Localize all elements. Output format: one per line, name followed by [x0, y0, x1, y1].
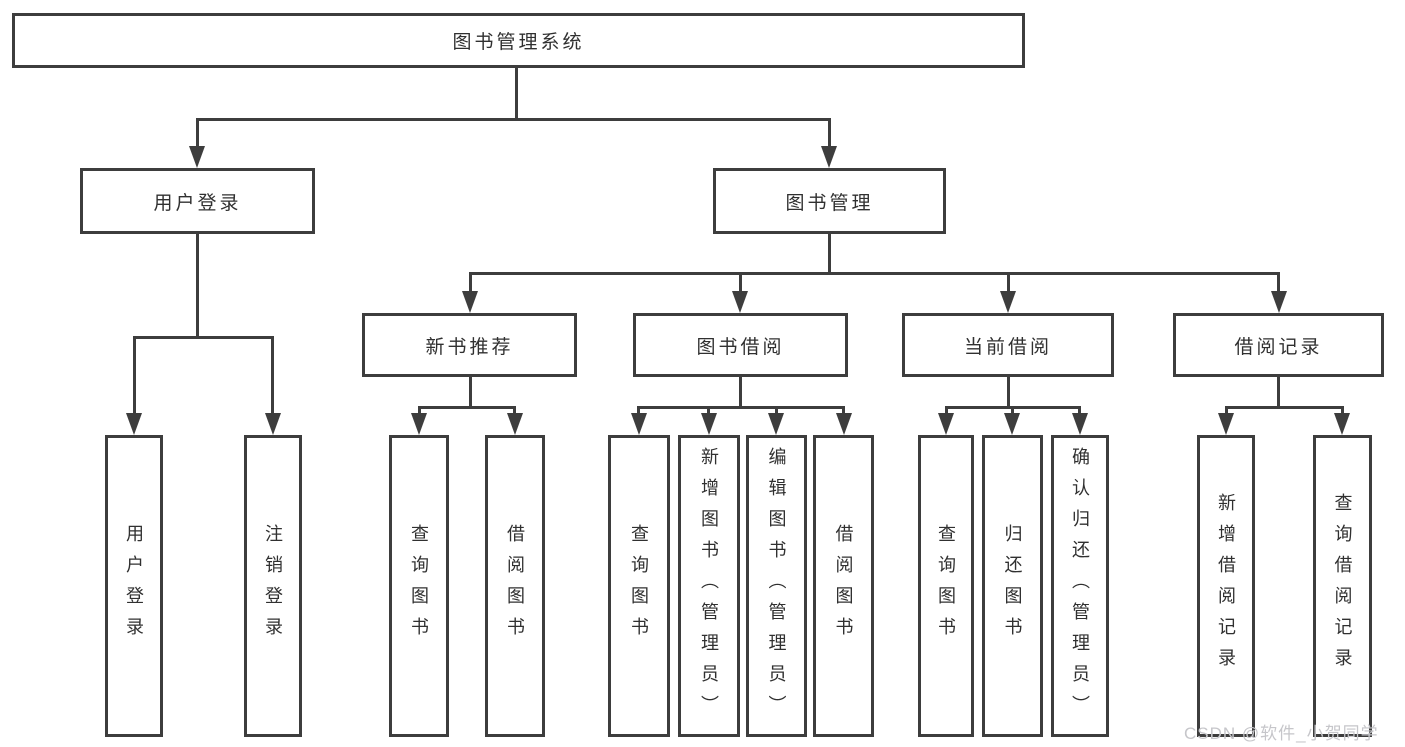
- leaf-label: 新增借阅记录: [1216, 493, 1236, 679]
- connector-userlogin-rail: [133, 336, 273, 339]
- arrow-down-icon: [411, 413, 427, 435]
- leaf-label: 查询图书: [629, 524, 649, 648]
- arrow-down-icon: [507, 413, 523, 435]
- connector-stem: [739, 272, 742, 293]
- arrow-down-icon: [265, 413, 281, 435]
- leaf-borrow-books-recommend: 借阅图书: [485, 435, 545, 737]
- leaf-label: 确认归还（管理员）: [1070, 446, 1090, 726]
- csdn-watermark: CSDN @软件_小贺同学: [1184, 724, 1379, 743]
- connector-root-trunk: [515, 68, 518, 118]
- arrow-down-icon: [768, 413, 784, 435]
- node-book-borrow: 图书借阅: [633, 313, 848, 377]
- leaf-logout: 注销登录: [244, 435, 302, 737]
- node-book-management: 图书管理: [713, 168, 946, 234]
- connector-stem: [775, 406, 778, 415]
- connector-stem: [707, 406, 710, 415]
- leaf-confirm-return-admin: 确认归还（管理员）: [1051, 435, 1109, 737]
- arrow-down-icon: [1334, 413, 1350, 435]
- node-label: 当前借阅: [963, 336, 1052, 358]
- arrow-down-icon: [821, 146, 837, 168]
- connector-records-rail: [1225, 406, 1342, 409]
- node-label: 借阅记录: [1234, 336, 1323, 358]
- connector-stem: [1277, 272, 1280, 293]
- connector-userlogin-trunk: [196, 234, 199, 336]
- connector-stem: [1011, 406, 1014, 415]
- node-user-login: 用户登录: [80, 168, 315, 234]
- leaf-query-books-recommend: 查询图书: [389, 435, 449, 737]
- node-label: 图书管理系统: [452, 32, 585, 53]
- leaf-edit-book-admin: 编辑图书（管理员）: [746, 435, 807, 737]
- connector-stem: [842, 406, 845, 415]
- leaf-label: 查询借阅记录: [1332, 493, 1353, 679]
- arrow-down-icon: [732, 291, 748, 313]
- leaf-borrow-books: 借阅图书: [813, 435, 874, 737]
- arrow-down-icon: [1004, 413, 1020, 435]
- leaf-label: 查询图书: [409, 524, 429, 648]
- connector-stem: [469, 272, 472, 293]
- arrow-down-icon: [462, 291, 478, 313]
- connector-bookmgmt-rail: [470, 272, 1279, 275]
- connector-bookborrow-rail: [639, 406, 844, 409]
- connector-stem: [1341, 406, 1344, 415]
- connector-bookmgmt-trunk: [828, 234, 831, 272]
- node-new-book-recommend: 新书推荐: [362, 313, 577, 377]
- connector-root-rail: [196, 118, 831, 121]
- leaf-query-books-borrow: 查询图书: [608, 435, 670, 737]
- node-label: 图书管理: [785, 192, 874, 214]
- connector-recommend-rail: [418, 406, 515, 409]
- arrow-down-icon: [1072, 413, 1088, 435]
- leaf-return-book: 归还图书: [982, 435, 1043, 737]
- connector-stem: [196, 118, 199, 148]
- arrow-down-icon: [701, 413, 717, 435]
- leaf-label: 用户登录: [124, 524, 144, 648]
- leaf-label: 新增图书（管理员）: [699, 446, 719, 726]
- leaf-label: 注销登录: [263, 524, 283, 648]
- connector-recommend-trunk: [469, 377, 472, 406]
- connector-stem: [945, 406, 948, 415]
- arrow-down-icon: [836, 413, 852, 435]
- leaf-query-books-current: 查询图书: [918, 435, 974, 737]
- connector-stem: [637, 406, 640, 415]
- connector-records-trunk: [1277, 377, 1280, 406]
- node-label: 图书借阅: [696, 336, 785, 358]
- leaf-label: 借阅图书: [505, 524, 525, 648]
- node-label: 用户登录: [153, 192, 242, 214]
- connector-stem: [1007, 272, 1010, 293]
- leaf-query-borrow-record: 查询借阅记录: [1313, 435, 1372, 737]
- node-label: 新书推荐: [425, 336, 514, 358]
- node-root-system: 图书管理系统: [12, 13, 1025, 68]
- connector-stem: [828, 118, 831, 148]
- connector-stem: [1225, 406, 1228, 415]
- connector-stem: [513, 406, 516, 415]
- leaf-user-login: 用户登录: [105, 435, 163, 737]
- arrow-down-icon: [189, 146, 205, 168]
- arrow-down-icon: [126, 413, 142, 435]
- connector-bookborrow-trunk: [739, 377, 742, 406]
- connector-stem: [133, 336, 136, 415]
- leaf-label: 编辑图书（管理员）: [766, 446, 787, 726]
- connector-stem: [418, 406, 421, 415]
- connector-stem: [271, 336, 274, 415]
- arrow-down-icon: [1218, 413, 1234, 435]
- leaf-add-borrow-record: 新增借阅记录: [1197, 435, 1255, 737]
- leaf-add-book-admin: 新增图书（管理员）: [678, 435, 740, 737]
- connector-stem: [1078, 406, 1081, 415]
- arrow-down-icon: [938, 413, 954, 435]
- node-borrow-records: 借阅记录: [1173, 313, 1384, 377]
- leaf-label: 查询图书: [936, 524, 956, 648]
- arrow-down-icon: [631, 413, 647, 435]
- arrow-down-icon: [1271, 291, 1287, 313]
- connector-currentborrow-trunk: [1007, 377, 1010, 406]
- arrow-down-icon: [1000, 291, 1016, 313]
- leaf-label: 借阅图书: [833, 524, 854, 648]
- leaf-label: 归还图书: [1002, 524, 1023, 648]
- node-current-borrow: 当前借阅: [902, 313, 1114, 377]
